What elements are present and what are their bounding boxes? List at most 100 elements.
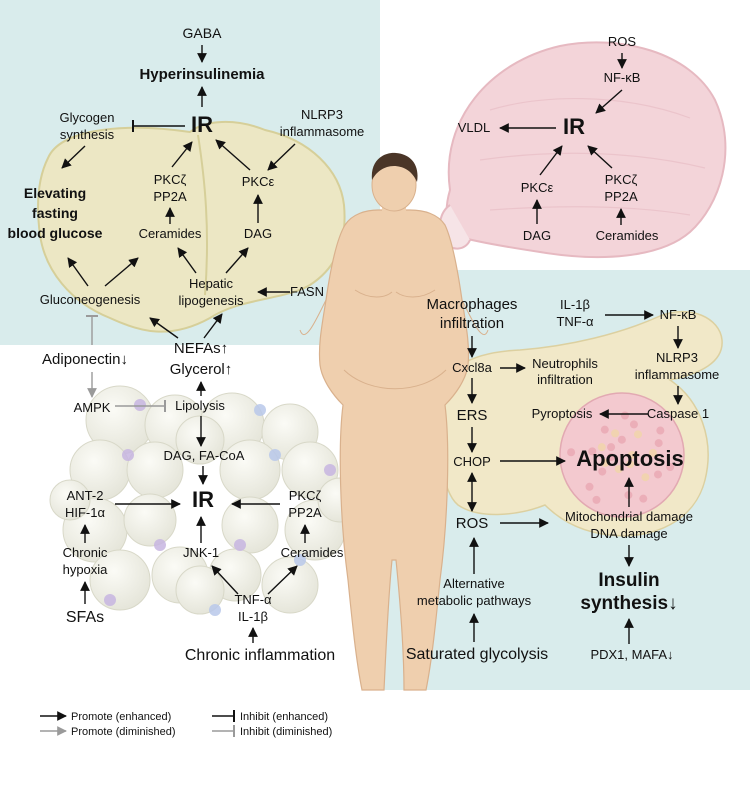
islet-cell xyxy=(588,447,597,456)
liver-organ xyxy=(37,121,346,333)
efbg-line1: Elevating xyxy=(24,185,86,201)
arrow-nfkb-ir xyxy=(595,89,623,114)
arrow-gluconeogenesis-efbg xyxy=(67,257,89,287)
islet-cell xyxy=(607,443,616,452)
neutrophils-line2: infiltration xyxy=(537,372,593,387)
adipocyte-cell xyxy=(261,556,319,614)
adipose-pp2a-label: PP2A xyxy=(288,505,322,520)
adipocyte-cell xyxy=(281,441,339,499)
legend-inhibit-diminished: Inhibit (diminished) xyxy=(240,726,332,738)
arrow-pkce-muscle-ir xyxy=(539,145,563,176)
liver-pkce-label: PKCε xyxy=(242,174,275,189)
islet-cell xyxy=(666,463,675,472)
islet-cell xyxy=(629,420,638,429)
cxcl8a-label: Cxcl8a xyxy=(452,360,493,375)
liver-pp2a-label: PP2A xyxy=(153,189,187,204)
pancreas-tnf-label: TNF-α xyxy=(556,314,594,329)
immune-cell xyxy=(104,594,116,606)
legend-inhibit-enhanced: Inhibit (enhanced) xyxy=(240,711,328,723)
muscle-ros-label: ROS xyxy=(608,34,637,49)
efbg-line2: fasting xyxy=(32,205,78,221)
ers-label: ERS xyxy=(457,407,488,424)
apoptosis-label: Apoptosis xyxy=(576,446,684,471)
immune-cell xyxy=(209,604,221,616)
islet-cell xyxy=(585,482,594,491)
adipose-ceramides-label: Ceramides xyxy=(281,545,344,560)
muscle-ceramides-label: Ceramides xyxy=(596,228,659,243)
adiponectin-label: Adiponectin↓ xyxy=(42,351,128,368)
alt-pathways-line1: Alternative xyxy=(443,576,504,591)
muscle-organ xyxy=(438,41,727,259)
gluconeogenesis-label: Gluconeogenesis xyxy=(40,292,141,307)
ant2-label: ANT-2 xyxy=(67,488,104,503)
pyroptosis-label: Pyroptosis xyxy=(532,406,593,421)
macrophages-line1: Macrophages xyxy=(427,296,518,313)
jnk-label: JNK-1 xyxy=(183,545,219,560)
immune-cell xyxy=(294,554,306,566)
chronic-hypoxia-line2: hypoxia xyxy=(63,562,109,577)
adipocyte-cell xyxy=(123,493,177,547)
dna-damage-label: DNA damage xyxy=(590,526,667,541)
islet-cell xyxy=(601,458,610,467)
pancreas-ros-label: ROS xyxy=(456,515,489,532)
pancreas-il1b-label: IL-1β xyxy=(560,297,590,312)
islet-cell xyxy=(607,453,616,462)
islet-cell xyxy=(567,448,576,457)
nefas-label: NEFAs↑ xyxy=(174,340,228,357)
immune-cell xyxy=(134,399,146,411)
arrow-pkcz-ir xyxy=(171,141,193,168)
lipolysis-label: Lipolysis xyxy=(175,398,225,413)
arrow-nefas-hepatic xyxy=(203,313,223,339)
muscle-ir-label: IR xyxy=(563,114,585,139)
islet-cell xyxy=(598,467,607,476)
arrow-tnf-ceramides xyxy=(267,565,298,595)
liver-dag-label: DAG xyxy=(244,226,272,241)
hepatic-lipogenesis-line2: lipogenesis xyxy=(178,293,244,308)
pdx1-mafa-label: PDX1, MAFA↓ xyxy=(590,647,673,662)
adipocyte-cell xyxy=(175,565,225,615)
muscle-nfkb-label: NF-κB xyxy=(604,70,641,85)
pancreas-nlrp3-line1: NLRP3 xyxy=(656,350,698,365)
islet-cell xyxy=(639,494,648,503)
chop-label: CHOP xyxy=(453,454,491,469)
islet-cell xyxy=(634,430,643,439)
islet-cell xyxy=(641,473,650,482)
legend-promote-enhanced: Promote (enhanced) xyxy=(71,711,171,723)
islet-cell xyxy=(592,495,601,504)
islet-cell xyxy=(614,465,623,474)
liver-ceramides-label: Ceramides xyxy=(139,226,202,241)
islet-cell xyxy=(626,460,635,469)
arrow-pkce-ir xyxy=(215,139,251,171)
immune-cell xyxy=(122,449,134,461)
muscle-pp2a-label: PP2A xyxy=(604,189,638,204)
macrophages-line2: infiltration xyxy=(440,315,504,332)
ampk-label: AMPK xyxy=(74,400,111,415)
islet-cell xyxy=(648,448,657,457)
liver-nlrp3-line2: inflammasome xyxy=(280,124,365,139)
arrow-hepatic-dag xyxy=(225,247,249,274)
il1b-label: IL-1β xyxy=(238,609,268,624)
gaba-label: GABA xyxy=(183,25,223,41)
islet-cell xyxy=(656,426,665,435)
immune-cell xyxy=(254,404,266,416)
chronic-hypoxia-line1: Chronic xyxy=(63,545,108,560)
chronic-inflammation-label: Chronic inflammation xyxy=(185,647,335,664)
glycogen-synthesis-line1: Glycogen xyxy=(60,110,115,125)
arrow-pkcz-muscle-ir xyxy=(587,145,613,169)
neutrophils-line1: Neutrophils xyxy=(532,356,598,371)
glycogen-synthesis-line2: synthesis xyxy=(60,127,115,142)
islet-cell xyxy=(611,429,620,438)
saturated-glycolysis-label: Saturated glycolysis xyxy=(406,646,548,663)
hepatic-lipogenesis-line1: Hepatic xyxy=(189,276,234,291)
human-figure xyxy=(299,152,489,691)
fasn-label: FASN xyxy=(290,284,324,299)
insulin-line1: Insulin xyxy=(598,570,659,591)
adipocyte-cell xyxy=(89,549,151,611)
muscle-dag-label: DAG xyxy=(523,228,551,243)
dag-facoa-label: DAG, FA-CoA xyxy=(164,448,245,463)
hyperinsulinemia-label: Hyperinsulinemia xyxy=(139,66,265,83)
legend-promote-diminished: Promote (diminished) xyxy=(71,726,176,738)
liver-ir-label: IR xyxy=(191,112,213,137)
pancreas-nlrp3-line2: inflammasome xyxy=(635,367,720,382)
adipose-pkcz-label: PKCζ xyxy=(289,488,322,503)
